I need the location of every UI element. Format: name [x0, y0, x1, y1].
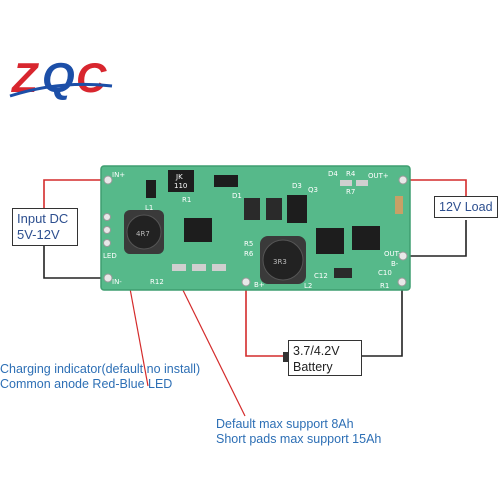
callout-led-line2: Common anode Red-Blue LED — [0, 377, 173, 391]
pad-in-plus — [103, 175, 113, 185]
silk-r4: R4 — [346, 170, 356, 178]
res-r7 — [356, 180, 368, 186]
wire-out-minus — [404, 220, 467, 257]
callout-led-line1: Charging indicator(default no install) — [0, 362, 201, 376]
wire-b-minus — [362, 284, 403, 357]
silk-b-minus: B- — [391, 260, 399, 268]
ic-jk-label: JK — [175, 173, 183, 181]
pcb-board: 4R7 3R3 JK 110 IN+ IN- LED OUT+ OUT- B+ … — [100, 165, 411, 291]
ic-q3 — [287, 195, 307, 223]
load-box-text: 12V Load — [439, 200, 493, 214]
ic-jk-value: 110 — [174, 182, 187, 190]
pad-out-minus — [398, 251, 408, 261]
silk-l2: L2 — [304, 282, 312, 290]
inductor-l2-value: 3R3 — [273, 258, 287, 266]
inductor-l2-core — [262, 239, 304, 281]
res-r-b — [172, 264, 186, 271]
callout-line-pads — [175, 275, 246, 417]
silk-c12: C12 — [314, 272, 328, 280]
pad-b-minus — [397, 277, 407, 287]
ic-u3 — [352, 226, 380, 250]
silk-q3: Q3 — [308, 186, 318, 194]
silk-r12: R12 — [150, 278, 164, 286]
inductor-l1-value: 4R7 — [136, 230, 150, 238]
cap-c-big2 — [266, 198, 282, 220]
wire-out-plus — [404, 179, 467, 196]
silk-in-minus: IN- — [112, 278, 122, 286]
battery-terminal — [283, 352, 288, 362]
battery-box: 3.7/4.2V Battery — [288, 340, 362, 376]
input-dc-line1: Input DC — [17, 211, 69, 226]
pad-in-minus — [103, 273, 113, 283]
pad-led-3 — [103, 239, 111, 247]
zqc-logo: Z Q C — [9, 54, 113, 102]
silk-r5: R5 — [244, 240, 253, 248]
battery-line2: Battery — [293, 360, 333, 374]
logo-swoosh — [9, 82, 113, 98]
callout-led: Charging indicator(default no install) C… — [0, 362, 200, 392]
res-r-a — [212, 264, 226, 271]
ic-u2 — [316, 228, 344, 254]
silk-r1: R1 — [380, 282, 389, 290]
cap-c12 — [334, 268, 352, 278]
diode-d1 — [214, 175, 238, 187]
silk-out-minus: OUT- — [384, 250, 401, 258]
callout-pads-line1: Default max support 8Ah — [216, 417, 354, 431]
callout-pads-line2: Short pads max support 15Ah — [216, 432, 382, 446]
ic-u1 — [184, 218, 212, 242]
pcb-body — [100, 165, 411, 291]
input-dc-box: Input DC 5V-12V — [12, 208, 78, 246]
silk-b-plus: B+ — [254, 281, 265, 289]
pad-led-1 — [103, 213, 111, 221]
res-r4 — [340, 180, 352, 186]
silk-r1-top: R1 — [182, 196, 191, 204]
transistor-small — [146, 180, 156, 198]
pad-out-plus — [398, 175, 408, 185]
silk-d3: D3 — [292, 182, 302, 190]
silk-led: LED — [103, 252, 117, 260]
silk-r7: R7 — [346, 188, 355, 196]
callout-pads: Default max support 8Ah Short pads max s… — [216, 417, 381, 447]
pad-b-plus — [241, 277, 251, 287]
silk-d4: D4 — [328, 170, 338, 178]
ic-jk — [168, 170, 194, 192]
load-box: 12V Load — [434, 196, 498, 218]
battery-line1: 3.7/4.2V — [293, 344, 340, 358]
silk-l1: L1 — [145, 204, 153, 212]
wire-in-minus — [43, 244, 104, 279]
res-r12 — [192, 264, 206, 271]
logo-letter-q: Q — [42, 54, 75, 102]
silk-d1: D1 — [232, 192, 242, 200]
silk-r6: R6 — [244, 250, 254, 258]
wire-in-plus — [43, 179, 104, 210]
pad-led-2 — [103, 226, 111, 234]
input-dc-line2: 5V-12V — [17, 227, 60, 242]
silk-out-plus: OUT+ — [368, 172, 389, 180]
cap-side — [395, 196, 403, 214]
logo-letter-c: C — [76, 54, 107, 101]
silk-c10: C10 — [378, 269, 392, 277]
silk-in-plus: IN+ — [112, 171, 125, 179]
wires — [43, 179, 467, 417]
inductor-l1-core — [126, 214, 162, 250]
wire-b-plus — [245, 284, 288, 357]
cap-c-big — [244, 198, 260, 220]
